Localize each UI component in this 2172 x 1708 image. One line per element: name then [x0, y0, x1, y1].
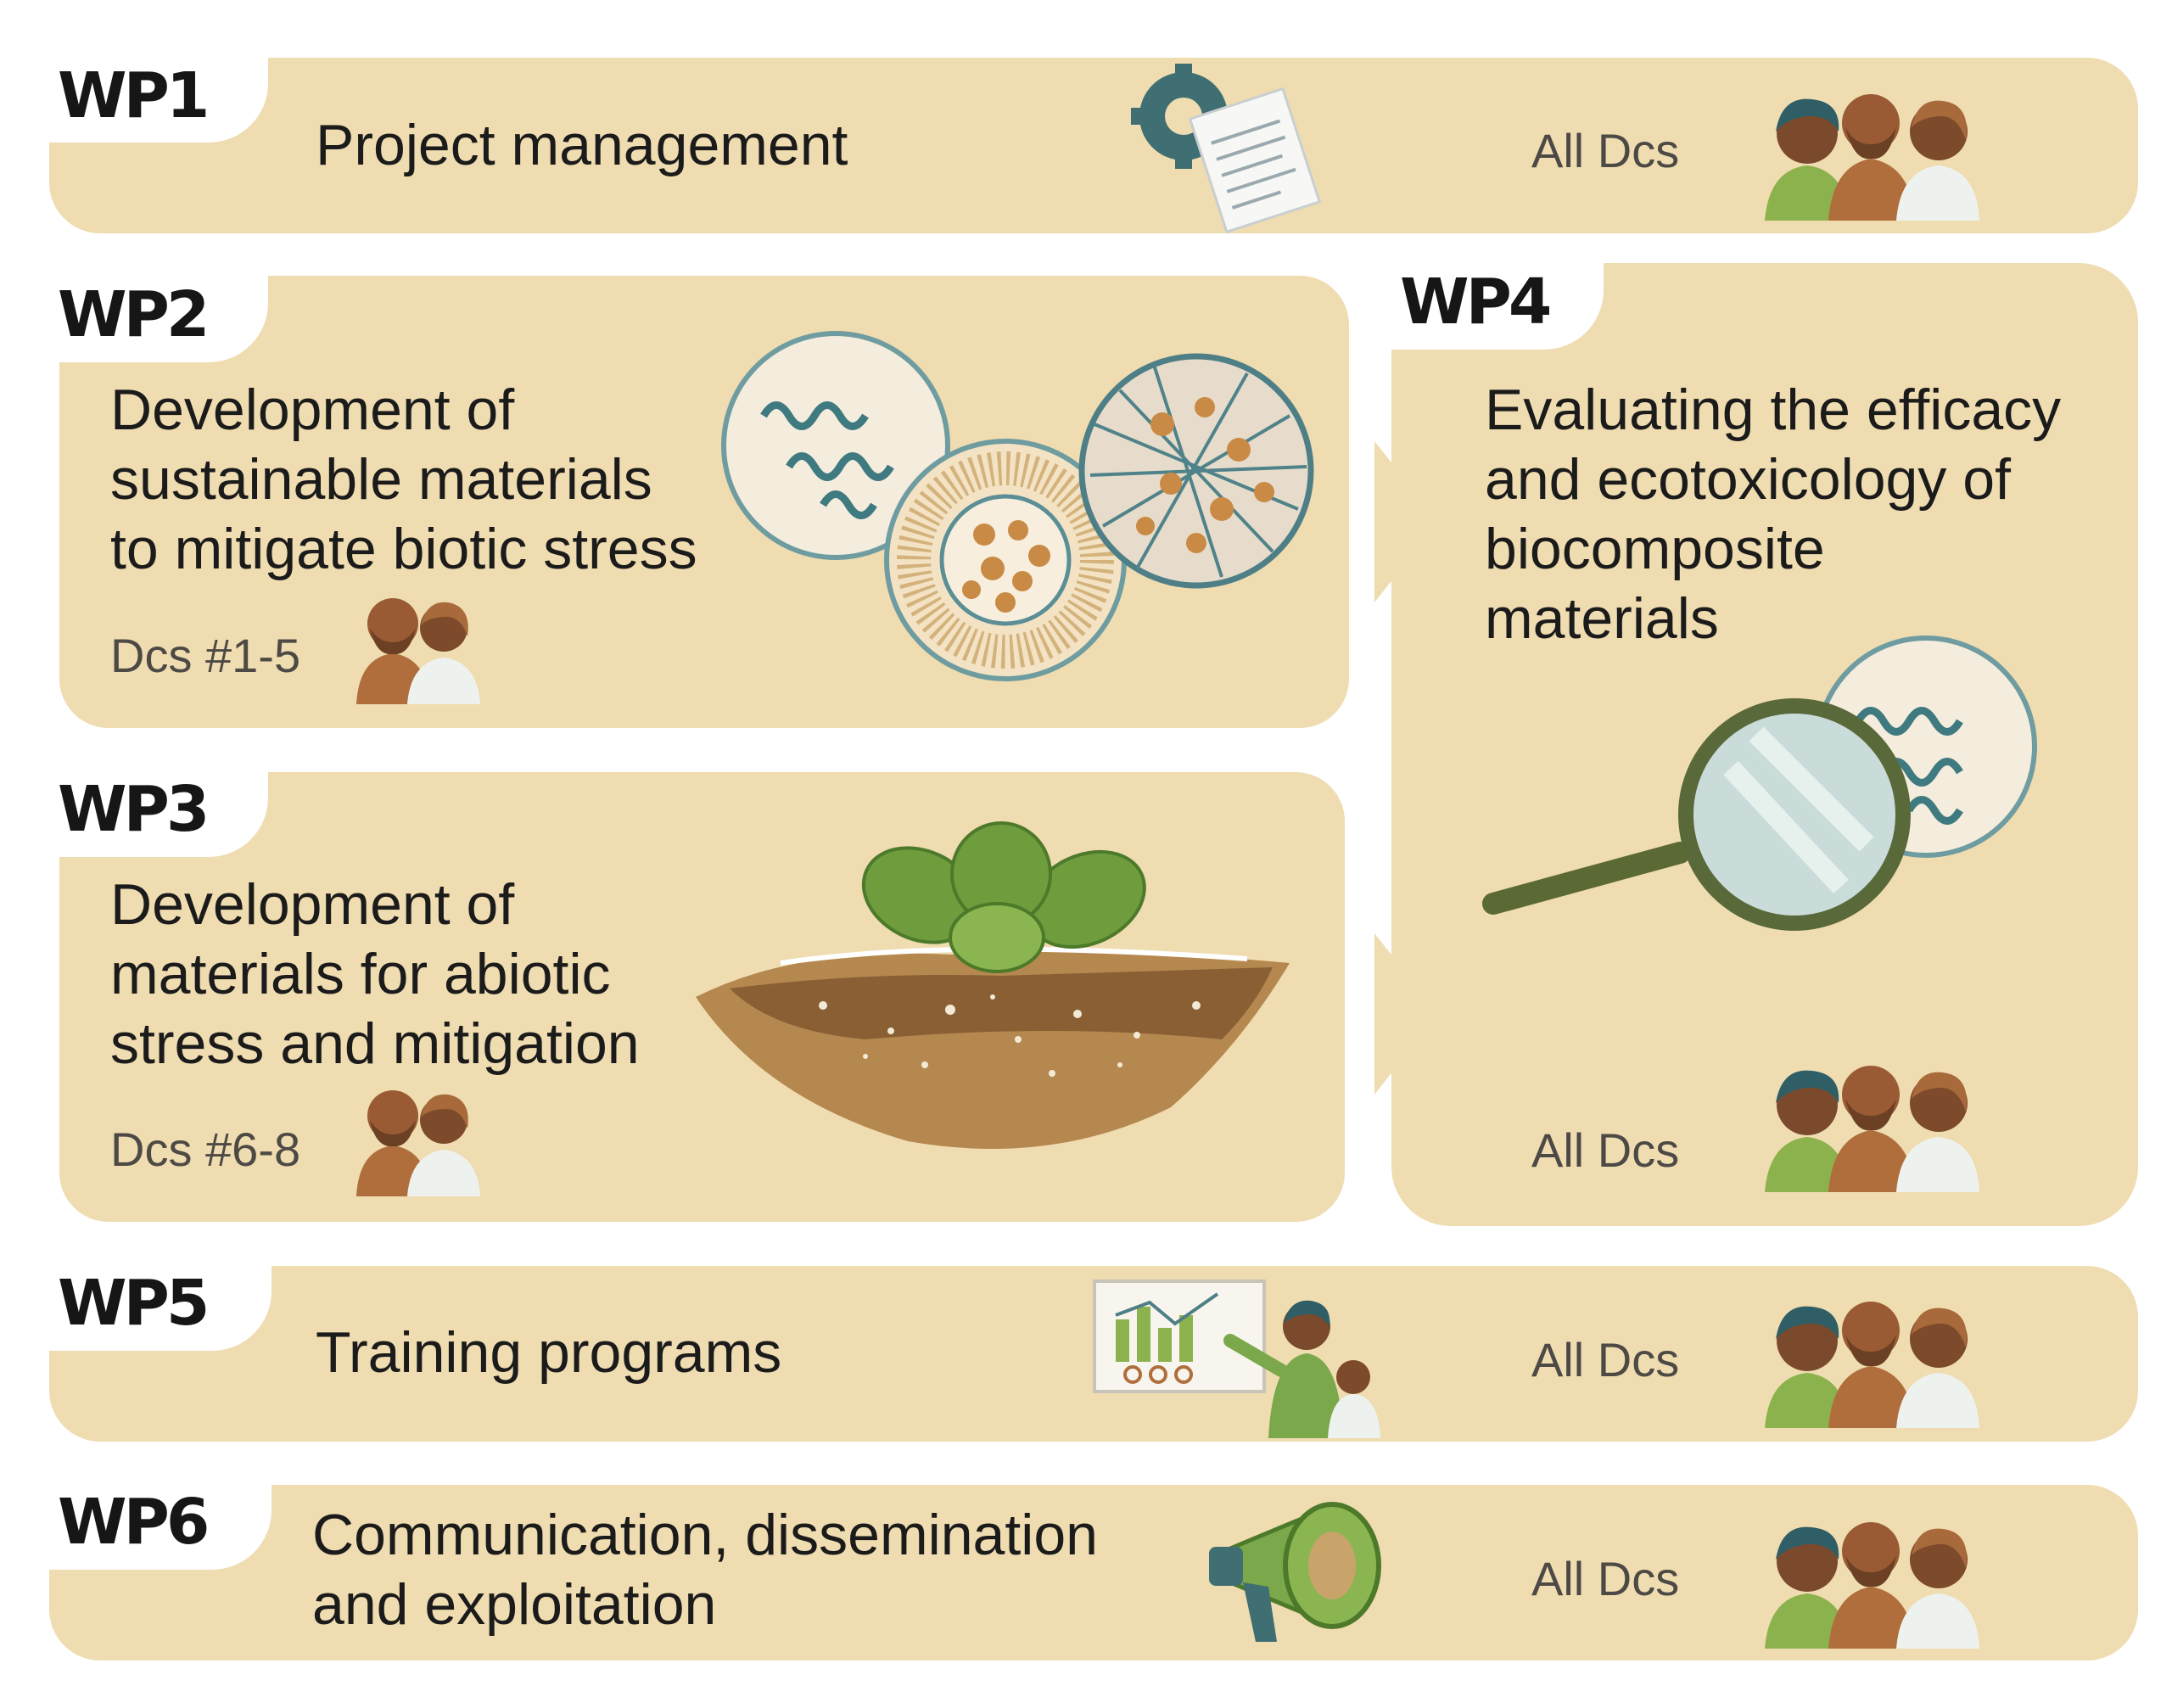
magnifying-glass-icon	[1482, 636, 2037, 931]
people-pair-icon	[356, 598, 480, 704]
wp3-title: Development of materials for abiotic str…	[110, 872, 640, 1076]
wp6-title: Communication, dissemination and exploit…	[312, 1503, 1098, 1637]
nanoparticle-capsules-icon	[721, 331, 1314, 681]
people-group-icon	[1765, 94, 1979, 221]
wp5-title: Training programs	[316, 1320, 782, 1385]
wp1-dcs: All Dcs	[1531, 124, 1680, 177]
wp6-dcs: All Dcs	[1531, 1552, 1680, 1605]
wp2-dcs: Dcs #1-5	[110, 629, 301, 682]
people-pair-icon	[356, 1090, 480, 1196]
gear-document-icon	[1131, 64, 1322, 234]
wp5-dcs: All Dcs	[1531, 1333, 1680, 1386]
wp3-label: WP3	[49, 762, 268, 857]
wp5-label: WP5	[49, 1256, 272, 1351]
wp4-title: Evaluating the efficacy and ecotoxicolog…	[1485, 378, 2062, 651]
wp1-label: WP1	[49, 49, 268, 143]
wp4-dcs: All Dcs	[1531, 1123, 1680, 1177]
seedling-soil-icon	[696, 821, 1290, 1149]
megaphone-icon	[1209, 1502, 1381, 1642]
people-group-icon	[1765, 1522, 1979, 1649]
wp2-title: Development of sustainable materials to …	[110, 378, 697, 581]
people-group-icon	[1765, 1302, 1979, 1428]
wp6-label: WP6	[49, 1475, 272, 1570]
wp2-label: WP2	[49, 267, 268, 362]
wp4-label: WP4	[1391, 255, 1604, 350]
presentation-board-icon	[1093, 1280, 1380, 1438]
wp1-title: Project management	[316, 113, 848, 177]
wp3-dcs: Dcs #6-8	[110, 1123, 301, 1176]
people-group-icon	[1765, 1066, 1979, 1192]
